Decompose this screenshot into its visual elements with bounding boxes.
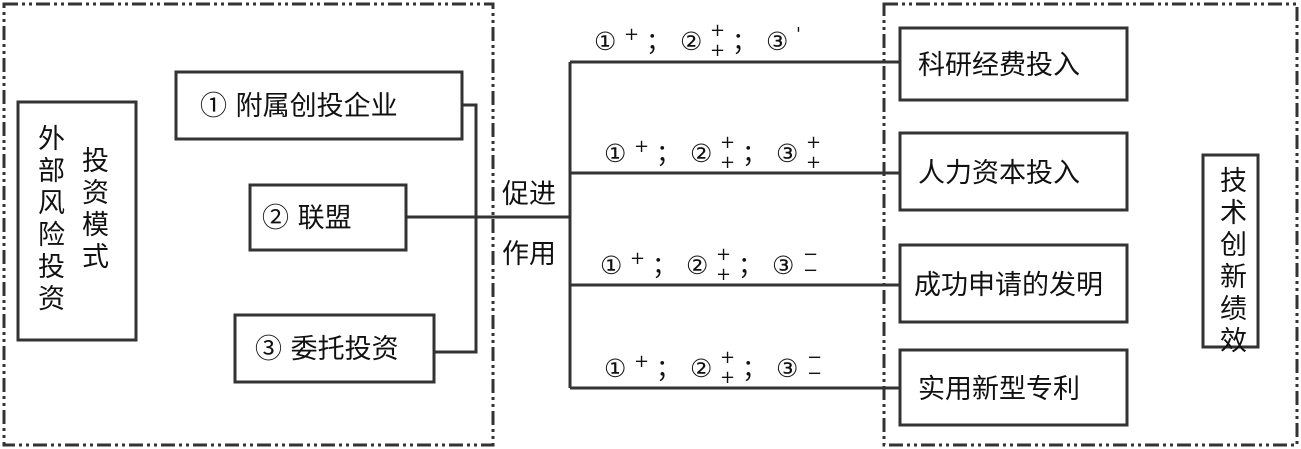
source-box [16,100,138,342]
outcome-box-3 [898,243,1129,324]
effect-number: ③ [766,27,788,56]
modes-title: 投资模式 [77,146,108,274]
effect-number: ② [680,27,702,56]
outcome-box-4 [898,348,1129,427]
effect-mark-top: + [806,132,821,153]
effect-mark: + [624,24,639,45]
effect-separator: ； [738,251,763,280]
effect-number: ② [690,354,712,383]
outcome-label-1: 科研经费投入 [918,50,1080,81]
effect-number: ③ [776,354,798,383]
effect-separator: ； [732,27,757,56]
effect-number: ② [686,251,708,280]
mode-label-1: ① 附属创投企业 [200,91,398,122]
effect-separator: ； [652,251,677,280]
outcome-box-2 [898,131,1129,212]
effect-number: ③ [776,139,798,168]
promote-label-2: 作用 [502,239,556,270]
effect-mark-bottom: − [807,363,822,384]
effect-mark: + [630,248,645,269]
mode-label-3: ③ 委托投资 [255,334,399,365]
outcome-box-1 [898,26,1129,102]
effect-mark-bottom: − [803,260,818,281]
effect-mark-bottom: + [720,367,735,388]
effect-mark-bottom: + [720,152,735,173]
effect-mark-top: − [807,347,822,368]
effect-number: ① [604,139,626,168]
right-dashed-group [882,2,1299,447]
outcome-label-3: 成功申请的发明 [914,270,1103,301]
mode-box-1 [174,70,464,141]
effect-mark-bottom: + [716,264,731,285]
outcome-label-4: 实用新型专利 [918,374,1080,405]
effect-mark-top: + [720,347,735,368]
effect-separator: ； [656,354,681,383]
effect-separator: ； [646,27,671,56]
effect-separator: ； [742,139,767,168]
performance-label: 技术创新绩效 [1215,166,1246,358]
effect-separator: ； [656,139,681,168]
effect-mark-top: − [803,244,818,265]
effect-number: ① [600,251,622,280]
effect-mark: ' [796,24,801,45]
bracket-connector [434,103,478,354]
promote-label-1: 促进 [502,179,556,210]
effect-mark: + [634,136,649,157]
branch-lines [570,60,900,390]
effect-number: ② [690,139,712,168]
effect-mark: + [634,351,649,372]
effect-labels: ①+；②++；③'①+；②++；③++①+；②++；③−−①+；②++；③−− [594,20,822,388]
source-label: 外部风险投资 [33,124,64,316]
mode-box-3 [233,313,436,384]
effect-separator: ； [742,354,767,383]
outcome-label-2: 人力资本投入 [918,158,1080,189]
effect-number: ① [604,354,626,383]
effect-mark-top: + [716,244,731,265]
effect-mark-top: + [720,132,735,153]
mode-label-2: ② 联盟 [262,203,352,234]
effect-number: ① [594,27,616,56]
effect-number: ③ [772,251,794,280]
effect-mark-bottom: + [710,40,725,61]
effect-mark-top: + [710,20,725,41]
performance-box [1201,153,1260,349]
left-dashed-group [2,2,495,447]
effect-mark-bottom: + [806,152,821,173]
